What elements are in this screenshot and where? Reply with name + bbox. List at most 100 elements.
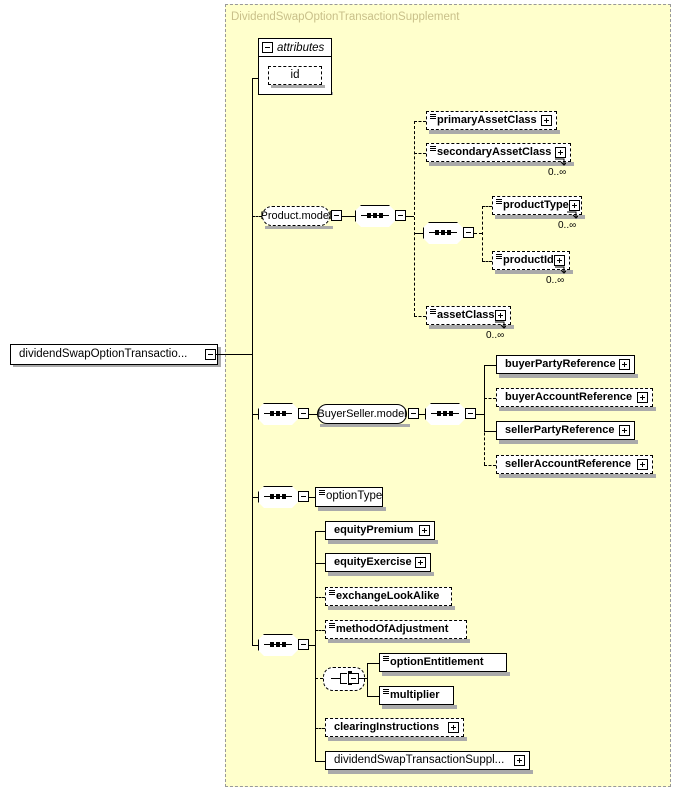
- buyer-party-reference-label: buyerPartyReference: [505, 358, 616, 370]
- clearing-instructions-expand-plus-icon[interactable]: [448, 722, 459, 733]
- product-type-expand-plus-icon[interactable]: [568, 200, 580, 211]
- repeat-glyph-icon: [329, 590, 335, 595]
- dividend-swap-transaction-suppl-node[interactable]: dividendSwapTransactionSuppl...: [325, 751, 530, 770]
- product-model-toggle-minus-icon[interactable]: [331, 210, 342, 221]
- buyer-account-reference-label: buyerAccountReference: [505, 391, 633, 403]
- buyer-account-reference-node[interactable]: buyerAccountReference: [496, 388, 653, 407]
- option-entitlement-node[interactable]: optionEntitlement: [379, 653, 507, 672]
- secondary-asset-class-expand-plus-icon[interactable]: [555, 147, 566, 158]
- multiplier-label: multiplier: [390, 689, 440, 701]
- connector-to-equity-exercise: [315, 563, 325, 564]
- compositor-sequence-product-inner[interactable]: [423, 222, 466, 247]
- seller-party-reference-expand-plus-icon[interactable]: [619, 425, 630, 436]
- connector-trunk-to-seq-optiontype: [252, 497, 258, 498]
- attribute-id-label: id: [290, 68, 300, 81]
- connector-to-asset-class: [414, 316, 426, 317]
- compositor-sequence-optiontype-toggle-minus-icon[interactable]: [298, 491, 309, 502]
- multiplier-shadow: [382, 705, 457, 709]
- root-element-node[interactable]: dividendSwapOptionTransactio...: [10, 344, 218, 365]
- branch-product-children: [414, 121, 415, 316]
- primary-asset-class-expand-plus-icon[interactable]: [541, 115, 552, 126]
- buyer-party-reference-expand-plus-icon[interactable]: [619, 359, 630, 370]
- asset-class-node[interactable]: assetClass: [426, 306, 511, 325]
- compositor-sequence-buyerseller[interactable]: [258, 403, 301, 428]
- equity-premium-label: equityPremium: [334, 524, 414, 536]
- seller-account-reference-shadow: [499, 474, 656, 478]
- connector-trunk-to-seq-equity: [252, 645, 258, 646]
- connector-seq-to-buyerseller-model: [309, 414, 317, 415]
- seller-account-reference-expand-plus-icon[interactable]: [637, 459, 648, 470]
- connector-to-dividend-swap-transaction-suppl: [315, 761, 325, 762]
- product-id-expand-plus-icon[interactable]: [554, 255, 565, 266]
- equity-premium-node[interactable]: equityPremium: [325, 521, 435, 540]
- clearing-instructions-shadow: [328, 737, 467, 741]
- compositor-sequence-equity-toggle-minus-icon[interactable]: [298, 639, 309, 650]
- product-type-node[interactable]: productType: [492, 196, 582, 215]
- equity-exercise-expand-plus-icon[interactable]: [415, 557, 426, 568]
- dividend-swap-transaction-suppl-label: dividendSwapTransactionSuppl...: [334, 753, 505, 766]
- exchange-look-alike-label: exchangeLookAlike: [336, 590, 440, 602]
- connector-seq-buyerseller-inner-out: [476, 414, 484, 415]
- repeat-glyph-icon: [319, 490, 325, 495]
- method-of-adjustment-node[interactable]: methodOfAdjustment: [325, 620, 467, 639]
- primary-asset-class-shadow: [429, 130, 560, 134]
- compositor-sequence-optiontype[interactable]: [258, 486, 301, 511]
- seller-party-reference-shadow: [499, 440, 638, 444]
- compositor-sequence-buyerseller-inner[interactable]: [425, 403, 468, 428]
- multiplier-node[interactable]: multiplier: [379, 686, 454, 705]
- seller-account-reference-node[interactable]: sellerAccountReference: [496, 455, 653, 474]
- branch-product-inner-children: [482, 206, 483, 261]
- option-type-node[interactable]: optionType: [315, 487, 383, 507]
- repeat-loop-icon: [554, 158, 566, 166]
- trunk-vertical-line: [252, 78, 253, 646]
- clearing-instructions-node[interactable]: clearingInstructions: [325, 718, 464, 737]
- equity-exercise-node[interactable]: equityExercise: [325, 553, 431, 572]
- method-of-adjustment-label: methodOfAdjustment: [336, 623, 449, 635]
- asset-class-expand-plus-icon[interactable]: [495, 310, 506, 321]
- equity-exercise-label: equityExercise: [334, 556, 412, 568]
- connector-to-multiplier: [367, 696, 379, 697]
- dividend-swap-transaction-suppl-expand-plus-icon[interactable]: [514, 755, 525, 766]
- connector-seq-to-optiontype: [309, 497, 315, 498]
- compositor-sequence-buyerseller-toggle-minus-icon[interactable]: [298, 408, 309, 419]
- connector-to-secondary-asset-class: [414, 153, 426, 154]
- repeat-loop-icon: [566, 211, 578, 219]
- root-toggle-minus-icon[interactable]: [205, 349, 216, 360]
- product-type-occurrence: 0..∞: [558, 220, 577, 231]
- equity-premium-shadow: [328, 540, 438, 544]
- equity-premium-expand-plus-icon[interactable]: [419, 525, 430, 536]
- attribute-id-node[interactable]: id: [268, 66, 322, 85]
- secondary-asset-class-occurrence: 0..∞: [548, 167, 567, 178]
- product-type-label: productType: [503, 199, 569, 211]
- seller-party-reference-node[interactable]: sellerPartyReference: [496, 421, 635, 440]
- connector-to-product-type: [482, 206, 492, 207]
- buyer-account-reference-expand-plus-icon[interactable]: [637, 392, 648, 403]
- buyer-party-reference-node[interactable]: buyerPartyReference: [496, 355, 635, 374]
- secondary-asset-class-shadow: [429, 162, 574, 166]
- asset-class-label: assetClass: [437, 309, 495, 321]
- repeat-loop-icon: [554, 266, 566, 274]
- secondary-asset-class-node[interactable]: secondaryAssetClass: [426, 143, 571, 162]
- buyer-account-reference-shadow: [499, 407, 656, 411]
- compositor-sequence-product[interactable]: [355, 205, 398, 230]
- repeat-glyph-icon: [430, 146, 436, 151]
- product-model-node[interactable]: Product.model: [261, 206, 331, 226]
- exchange-look-alike-node[interactable]: exchangeLookAlike: [325, 587, 452, 606]
- connector-to-equity-premium: [315, 531, 325, 532]
- primary-asset-class-node[interactable]: primaryAssetClass: [426, 111, 557, 130]
- compositor-choice-toggle-minus-icon[interactable]: [348, 673, 359, 684]
- compositor-sequence-product-inner-toggle-minus-icon[interactable]: [463, 227, 474, 238]
- attributes-toggle-minus-icon[interactable]: [262, 42, 273, 53]
- compositor-sequence-product-toggle-minus-icon[interactable]: [395, 210, 406, 221]
- buyerseller-model-node[interactable]: BuyerSeller.model: [317, 404, 407, 424]
- connector-seq-product-inner-out: [474, 233, 482, 234]
- container-title: DividendSwapOptionTransactionSupplement: [231, 11, 460, 23]
- product-model-shadow: [265, 226, 333, 229]
- product-id-node[interactable]: productId: [492, 251, 570, 270]
- compositor-sequence-equity[interactable]: [258, 634, 301, 659]
- compositor-sequence-buyerseller-inner-toggle-minus-icon[interactable]: [465, 408, 476, 419]
- product-id-label: productId: [503, 254, 554, 266]
- buyerseller-model-toggle-minus-icon[interactable]: [408, 408, 419, 419]
- connector-to-clearing-instructions: [315, 728, 325, 729]
